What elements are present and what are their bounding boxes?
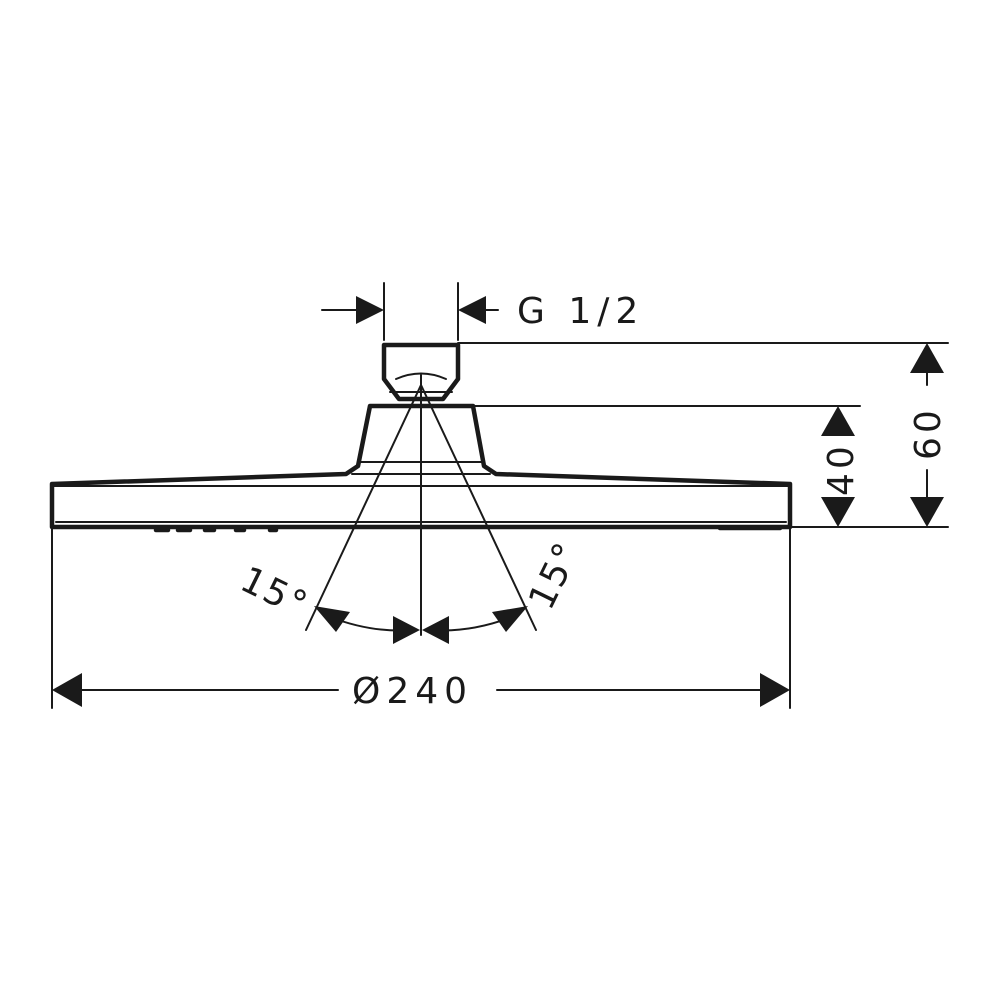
angle-right-label: 15°: [521, 535, 588, 616]
height-head-dimension: [472, 405, 861, 527]
angle-left-label: 15°: [234, 559, 315, 626]
thread-label: G 1/2: [517, 291, 644, 332]
angle-dimension-right: [422, 606, 528, 644]
height-total-label: 60: [908, 406, 949, 460]
nozzle-marks: [153, 525, 783, 533]
angle-dimension-left: [314, 606, 420, 644]
height-head-label: 40: [821, 442, 862, 496]
angle-construction-lines: [305, 374, 537, 636]
diameter-label: Ø240: [352, 671, 473, 712]
thread-dimension: [321, 282, 499, 341]
height-total-dimension: [457, 342, 949, 528]
diameter-dimension: [51, 526, 791, 709]
